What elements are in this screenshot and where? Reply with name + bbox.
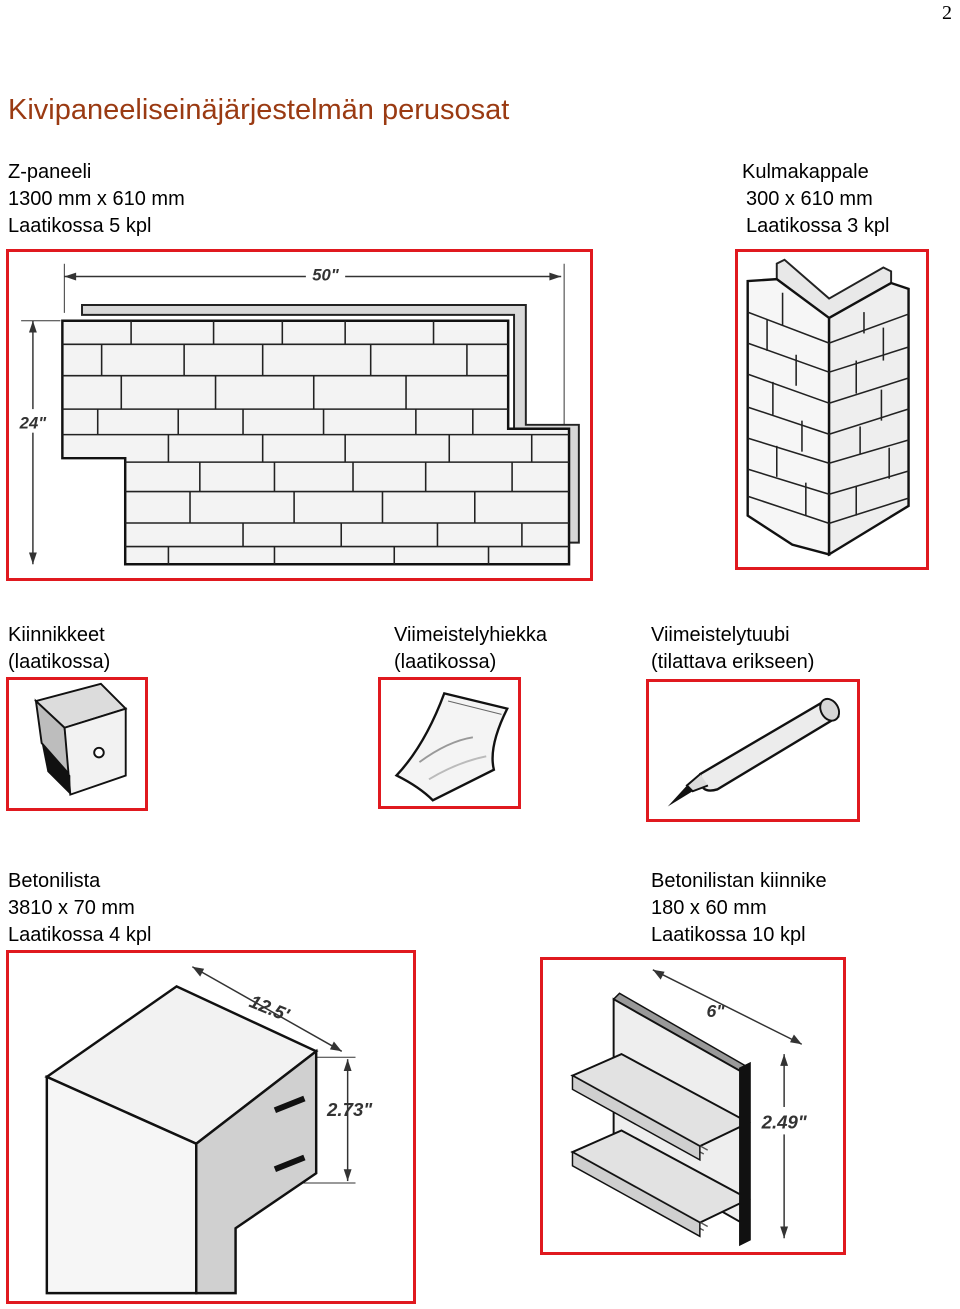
sand-bag-icon [394,691,509,802]
fasteners-figure [6,677,148,811]
strip-name: Betonilista [8,870,101,892]
bracket-label: Betonilistan kiinnike 180 x 60 mm Laatik… [651,868,827,949]
sand-name: Viimeistelyhiekka [394,624,548,646]
corner-figure [735,249,929,570]
strip-length-dim: 12.5' [247,991,293,1026]
tube-note: (tilattava erikseen) [651,651,815,673]
fasteners-label: Kiinnikkeet (laatikossa) [8,622,110,676]
page-number: 2 [942,2,952,24]
strip-size: 3810 x 70 mm [8,897,135,919]
page-title: Kivipaneeliseinäjärjestelmän perusosat [8,94,510,126]
sand-figure [378,677,521,809]
fastener-clip-icon [34,682,128,796]
bracket-name: Betonilistan kiinnike [651,870,827,892]
strip-bracket-illustration: 6" 2.49" [570,969,812,1247]
strip-height-dim: 2.73" [326,1099,373,1120]
strip-label: Betonilista 3810 x 70 mm Laatikossa 4 kp… [8,868,151,949]
corner-illustration [746,258,910,557]
z-panel-label: Z-paneeli 1300 mm x 610 mm Laatikossa 5 … [8,159,185,240]
caulk-tube-icon [667,697,841,807]
z-panel-quantity: Laatikossa 5 kpl [8,215,152,237]
z-panel-height-dim: 24" [19,414,48,433]
tube-name: Viimeistelytuubi [651,624,790,646]
corner-size: 300 x 610 mm [746,188,873,210]
bracket-quantity: Laatikossa 10 kpl [651,924,806,946]
z-panel-size: 1300 mm x 610 mm [8,188,185,210]
z-panel-figure: 50" 24" [6,249,593,581]
corner-quantity: Laatikossa 3 kpl [746,215,890,237]
z-panel-width-dim: 50" [312,265,340,284]
sand-note: (laatikossa) [394,651,497,673]
z-panel-illustration: 50" 24" [17,263,580,566]
concrete-strip-illustration: 12.5' 2.73" [44,966,373,1295]
bracket-size: 180 x 60 mm [651,897,767,919]
sand-label: Viimeistelyhiekka (laatikossa) [394,622,547,676]
bracket-width-dim: 6" [706,1001,725,1021]
bracket-figure: 6" 2.49" [540,957,846,1255]
corner-label: Kulmakappale 300 x 610 mm Laatikossa 3 k… [742,159,889,240]
strip-figure: 12.5' 2.73" [6,950,416,1304]
strip-quantity: Laatikossa 4 kpl [8,924,152,946]
bracket-height-dim: 2.49" [761,1112,808,1133]
tube-figure [646,679,860,822]
tube-label: Viimeistelytuubi (tilattava erikseen) [651,622,814,676]
fasteners-note: (laatikossa) [8,651,111,673]
corner-name: Kulmakappale [742,161,869,183]
fasteners-name: Kiinnikkeet [8,624,105,646]
z-panel-name: Z-paneeli [8,161,92,183]
